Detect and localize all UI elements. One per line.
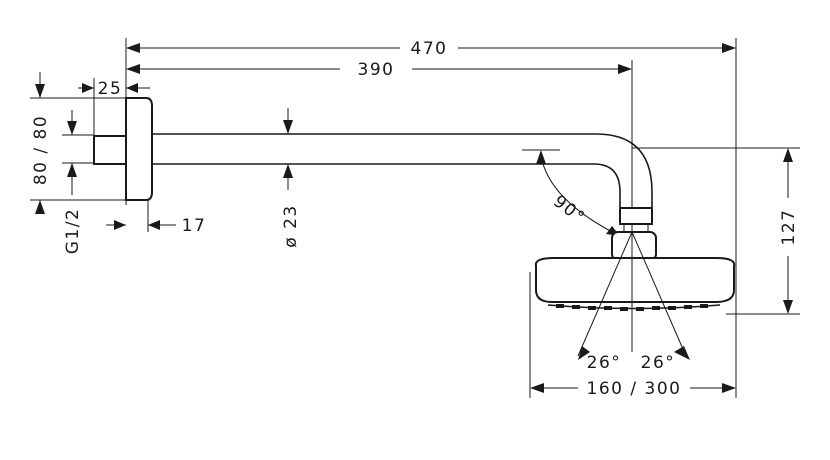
spray-angle-left-label: 26° xyxy=(587,353,622,373)
dim-25: 25 xyxy=(78,78,150,140)
dim-80-80-label: 80 / 80 xyxy=(31,115,51,185)
dim-diameter-23: ø 23 xyxy=(281,108,301,248)
spray-nozzles xyxy=(556,304,708,311)
dim-470-label: 470 xyxy=(411,39,448,59)
spray-angle-lines: 26° 26° xyxy=(577,231,690,373)
dim-17: 17 xyxy=(106,190,207,236)
dim-160-300: 160 / 300 xyxy=(529,272,736,399)
dim-470: 470 xyxy=(125,38,737,398)
dim-17-label: 17 xyxy=(182,216,207,236)
thread-label: G1/2 xyxy=(63,208,83,255)
dim-390-label: 390 xyxy=(358,60,395,80)
dim-diameter-23-label: ø 23 xyxy=(281,204,301,247)
dim-90-degree: 90° xyxy=(522,149,621,237)
dim-127: 127 xyxy=(632,147,800,315)
wall-flange xyxy=(93,97,153,201)
dim-160-300-label: 160 / 300 xyxy=(587,379,682,399)
shower-arm xyxy=(152,133,653,232)
dim-90-degree-label: 90° xyxy=(549,192,589,229)
dim-390: 390 xyxy=(126,60,633,232)
dim-127-label: 127 xyxy=(779,209,799,246)
spray-angle-right-label: 26° xyxy=(641,353,676,373)
dim-25-label: 25 xyxy=(98,79,123,99)
shower-head xyxy=(534,231,736,310)
